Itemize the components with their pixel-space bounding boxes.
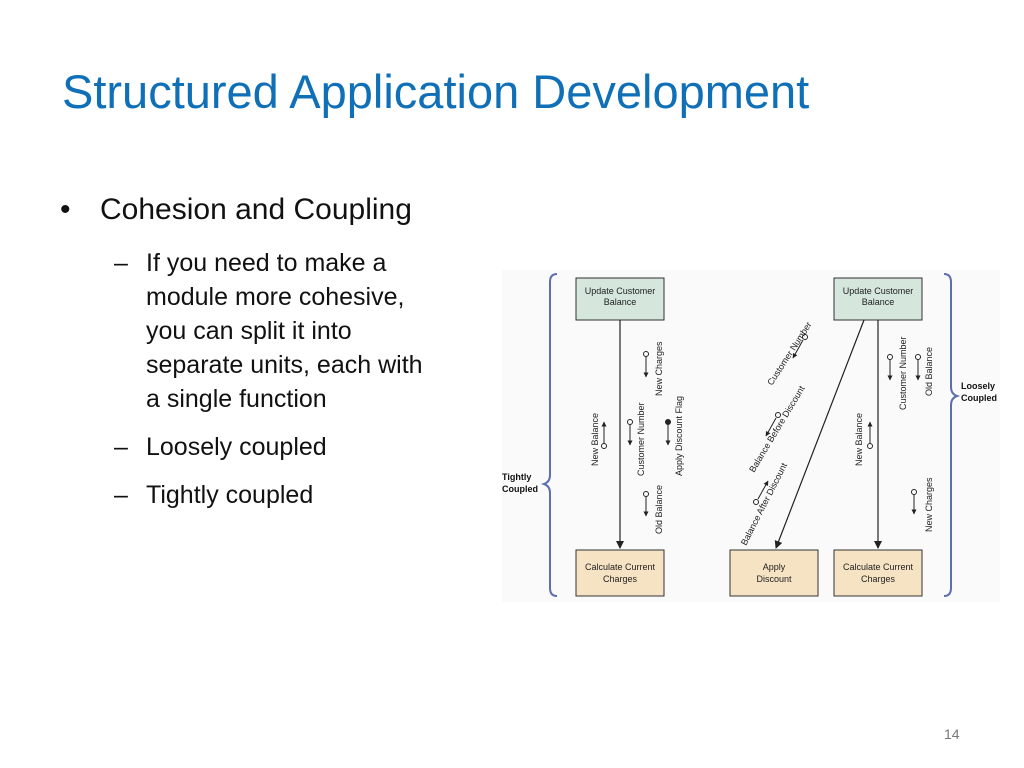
flow-old-balance: Old Balance [643, 485, 664, 534]
sub-bullet-line: a single function [146, 385, 327, 413]
flow-new-charges-right: New Charges [911, 477, 934, 532]
coupling-diagram-svg: Tightly Coupled Loosely Coupled Update C… [502, 273, 997, 597]
bullet-item: • Cohesion and Coupling [60, 190, 500, 230]
right-connector-apply [774, 319, 865, 549]
dash-marker: – [114, 249, 128, 277]
slide-title: Structured Application Development [62, 65, 810, 118]
flow-new-balance: New Balance [590, 413, 607, 466]
sub-bullet-line: you can split it into [146, 317, 352, 345]
flow-new-charges: New Charges [643, 341, 664, 396]
loose-label-line: Coupled [961, 393, 997, 403]
sub-bullet-line: separate units, each with [146, 351, 423, 379]
loose-bracket [943, 273, 961, 597]
bullet-list: • Cohesion and Coupling – If you need to… [60, 190, 500, 512]
sub-bullet-line: Tightly coupled [146, 481, 314, 509]
flow-label: Old Balance [654, 485, 664, 534]
box-text: Balance [862, 297, 895, 307]
box-text: Charges [603, 574, 638, 584]
coupling-diagram: Tightly Coupled Loosely Coupled Update C… [502, 270, 1000, 602]
sub-bullet-line: If you need to make a [146, 249, 387, 277]
flow-customer-number: Customer Number [627, 402, 646, 476]
bullet-dot: • [60, 193, 71, 226]
sub-bullet-item: – Loosely coupled [60, 430, 500, 464]
tight-label-line: Coupled [502, 484, 538, 494]
box-text: Update Customer [843, 286, 914, 296]
flow-old-balance-right: Old Balance [915, 347, 934, 396]
box-text: Calculate Current [585, 562, 656, 572]
box-text: Apply [763, 562, 786, 572]
right-update-box: Update Customer Balance [833, 277, 923, 321]
sub-bullet-line: Loosely coupled [146, 433, 327, 461]
flow-label: Old Balance [924, 347, 934, 396]
left-calculate-box: Calculate Current Charges [575, 549, 665, 597]
flow-label: New Charges [924, 477, 934, 532]
sub-bullet-line: module more cohesive, [146, 283, 405, 311]
box-text: Charges [861, 574, 896, 584]
bullet-text: Cohesion and Coupling [100, 193, 412, 226]
dash-marker: – [114, 481, 128, 509]
flow-customer-number-right: Customer Number [887, 336, 908, 410]
flow-label: New Balance [854, 413, 864, 466]
flow-label: Customer Number [898, 336, 908, 410]
flow-new-balance-right: New Balance [854, 413, 873, 466]
flow-label: New Charges [654, 341, 664, 396]
right-apply-box: Apply Discount [729, 549, 819, 597]
loose-label-line: Loosely [961, 381, 995, 391]
flow-apply-discount-flag: Apply Discount Flag [665, 396, 684, 476]
flow-label: Balance Before Discount [747, 384, 807, 474]
sub-bullet-item: – If you need to make a module more cohe… [60, 246, 500, 416]
right-calculate-box: Calculate Current Charges [833, 549, 923, 597]
tight-label-line: Tightly [502, 472, 531, 482]
page-number: 14 [944, 726, 960, 742]
box-text: Update Customer [585, 286, 656, 296]
flow-label: Customer Number [765, 320, 813, 387]
flow-customer-number-diag: Customer Number [765, 320, 813, 387]
left-update-box: Update Customer Balance [575, 277, 665, 321]
box-text: Discount [756, 574, 792, 584]
tight-bracket [540, 273, 558, 597]
dash-marker: – [114, 433, 128, 461]
box-text: Calculate Current [843, 562, 914, 572]
box-text: Balance [604, 297, 637, 307]
flow-balance-before-discount: Balance Before Discount [747, 384, 807, 474]
flow-label: Apply Discount Flag [674, 396, 684, 476]
flow-label: Customer Number [636, 402, 646, 476]
flow-label: New Balance [590, 413, 600, 466]
sub-bullet-item: – Tightly coupled [60, 478, 500, 512]
